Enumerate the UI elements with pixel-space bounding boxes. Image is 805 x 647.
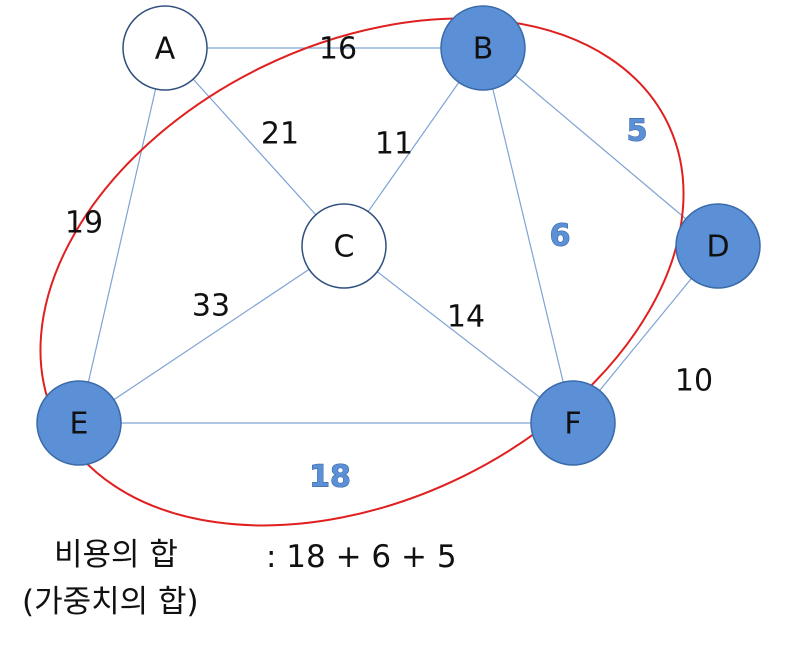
node-label-D: D bbox=[706, 230, 729, 265]
node-label-C: C bbox=[334, 230, 355, 265]
edge-A-C bbox=[164, 47, 345, 247]
nodes-layer: A B C D E F bbox=[36, 5, 761, 466]
edge-weight-A-E: 19 bbox=[65, 206, 103, 241]
node-circle-E bbox=[36, 380, 122, 466]
edge-weight-E-F: 18 bbox=[309, 460, 351, 495]
node-label-E: E bbox=[70, 407, 89, 442]
node-circle-A bbox=[122, 5, 208, 91]
weight-sum-label: (가중치의 합) bbox=[22, 584, 199, 620]
node-label-B: B bbox=[473, 32, 494, 67]
edge-C-E bbox=[78, 245, 345, 424]
node-circle-C bbox=[301, 203, 387, 289]
edge-weight-B-C: 11 bbox=[375, 127, 413, 162]
weights-layer: 16 21 19 11 5 6 33 14 10 18 bbox=[65, 32, 713, 496]
node-label-F: F bbox=[564, 407, 581, 442]
node-E: E bbox=[36, 380, 122, 466]
node-circle-F bbox=[530, 380, 616, 466]
edge-A-E bbox=[78, 47, 166, 424]
node-label-A: A bbox=[155, 32, 176, 67]
node-F: F bbox=[530, 380, 616, 466]
edge-weight-B-F: 6 bbox=[550, 219, 571, 254]
edge-weight-B-D: 5 bbox=[627, 114, 648, 149]
edge-weight-A-B: 16 bbox=[319, 32, 357, 67]
node-circle-D bbox=[675, 203, 761, 289]
node-C: C bbox=[301, 203, 387, 289]
edge-weight-D-F: 10 bbox=[675, 364, 713, 399]
edge-C-F bbox=[343, 245, 574, 424]
edge-weight-C-E: 33 bbox=[192, 289, 230, 324]
node-D: D bbox=[675, 203, 761, 289]
edge-weight-A-C: 21 bbox=[261, 117, 299, 152]
edge-B-F bbox=[482, 47, 574, 424]
edge-weight-C-F: 14 bbox=[447, 300, 485, 335]
node-A: A bbox=[122, 5, 208, 91]
cost-sum-label: 비용의 합 bbox=[54, 537, 178, 573]
edge-B-D bbox=[482, 47, 719, 247]
highlight-group-ellipse bbox=[39, 17, 685, 527]
cost-sum-value: : 18 + 6 + 5 bbox=[266, 539, 457, 575]
node-B: B bbox=[440, 5, 526, 91]
edges-layer bbox=[78, 47, 719, 424]
node-circle-B bbox=[440, 5, 526, 91]
